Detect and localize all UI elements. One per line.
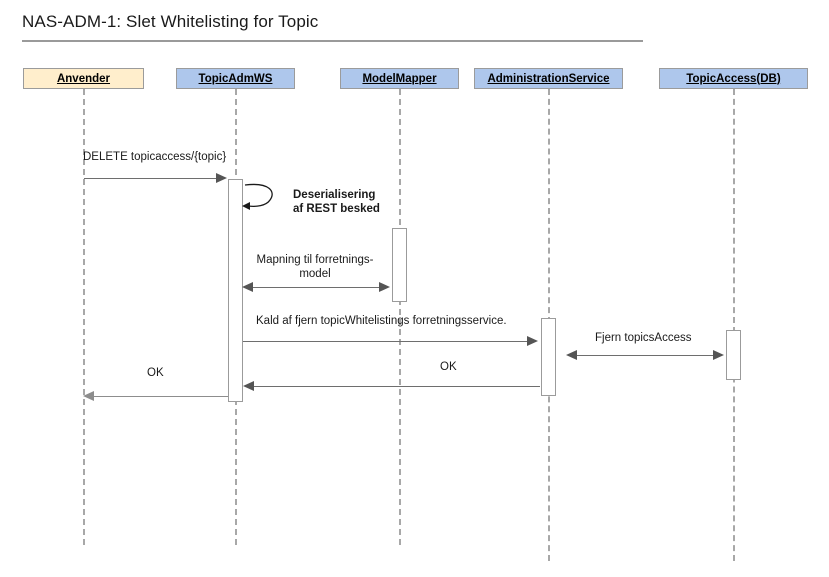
message-arrowhead-ok-admin-to-ws [243,381,254,391]
lifeline-label-topicaccess-db: TopicAccess(DB) [686,72,781,85]
message-arrowhead-fjern-topicsaccess-right [713,350,724,360]
message-label-mapning: Mapning til forretnings- model [245,254,385,281]
message-arrowhead-ok-ws-to-anvender [83,391,94,401]
message-arrowhead-mapning-right [379,282,390,292]
message-line-kald-forretningsservice [243,341,529,342]
lifeline-head-modelmapper[interactable]: ModelMapper [340,68,459,89]
message-line-mapning [250,287,381,288]
lifeline-line-topicaccess-db [733,89,735,561]
message-line-ok-ws-to-anvender [92,396,228,397]
lifeline-head-topicaccess-db[interactable]: TopicAccess(DB) [659,68,808,89]
lifeline-label-anvender: Anvender [56,72,111,85]
lifeline-label-modelmapper: ModelMapper [362,72,437,85]
activation-bar-modelmapper [392,228,407,302]
title-divider [22,40,643,42]
page-title: NAS-ADM-1: Slet Whitelisting for Topic [22,12,319,31]
message-label-delete-topicaccess: DELETE topicaccess/{topic} [83,151,227,163]
message-line-fjern-topicsaccess [575,355,714,356]
message-arrowhead-mapning-left [242,282,253,292]
message-label-mapning-line1: Mapning til forretnings- [256,254,374,266]
message-label-ok-ws-to-anvender: OK [147,367,164,379]
lifeline-label-administrationservice: AdministrationService [487,72,610,85]
message-self-loop-deserialisering [242,183,273,210]
message-arrowhead-fjern-topicsaccess-left [566,350,577,360]
lifeline-label-topicadmws: TopicAdmWS [198,72,273,85]
lifeline-head-anvender[interactable]: Anvender [23,68,144,89]
message-label-ok-admin-to-ws: OK [440,361,457,373]
lifeline-line-anvender [83,89,85,545]
activation-bar-administrationservice [541,318,556,396]
message-label-mapning-line2: model [299,267,331,280]
message-line-delete-topicaccess [84,178,218,179]
lifeline-head-topicadmws[interactable]: TopicAdmWS [176,68,295,89]
message-label-fjern-topicsaccess: Fjern topicsAccess [595,332,692,344]
message-label-deserialisering: Deserialisering af REST besked [293,188,403,216]
lifeline-head-administrationservice[interactable]: AdministrationService [474,68,623,89]
message-label-kald-forretningsservice: Kald af fjern topicWhitelistings forretn… [256,315,507,327]
message-label-deserialisering-line2: af REST besked [293,203,380,215]
activation-bar-topicaccess-db [726,330,741,380]
message-label-deserialisering-line1: Deserialisering [293,189,376,201]
message-arrowhead-kald-forretningsservice [527,336,538,346]
message-arrowhead-delete-topicaccess [216,173,227,183]
message-line-ok-admin-to-ws [252,386,540,387]
lifeline-line-modelmapper [399,89,401,545]
